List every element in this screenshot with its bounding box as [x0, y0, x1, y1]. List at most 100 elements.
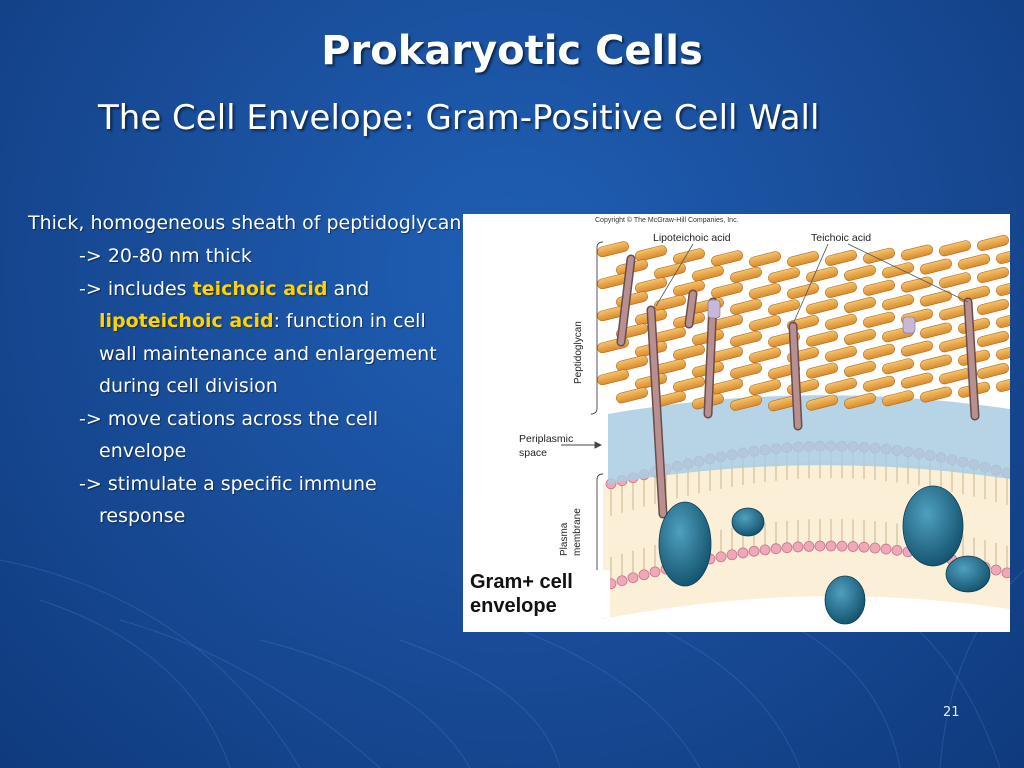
peptidoglycan-unit [597, 369, 629, 386]
peptidoglycan-unit [711, 250, 743, 267]
lipid-head [726, 549, 738, 561]
peptidoglycan-unit [863, 375, 895, 392]
cations-cont: envelope [99, 440, 187, 462]
peptidoglycan-unit [863, 343, 895, 360]
lipid-head [825, 540, 837, 552]
page-number: 21 [943, 705, 960, 720]
teichoic-cap [902, 316, 916, 334]
label-peptidoglycan: Peptidoglycan [573, 321, 584, 384]
peptidoglycan-unit [996, 247, 1010, 264]
peptidoglycan-unit [806, 298, 838, 315]
lipid-head [616, 575, 628, 587]
lipid-head [803, 540, 815, 552]
function-text: : function in cell [273, 310, 426, 332]
peptidoglycan-unit [920, 386, 952, 403]
peptidoglycan-unit [901, 244, 933, 261]
peptidoglycan-unit [806, 362, 838, 379]
peptidoglycan-unit [749, 283, 781, 300]
lipid-head [869, 542, 881, 554]
peptidoglycan-unit [635, 277, 667, 294]
peptidoglycan-unit [768, 299, 800, 316]
lipid-head [1001, 567, 1010, 579]
peptidoglycan-unit [825, 249, 857, 266]
peptidoglycan-unit [616, 355, 648, 372]
lipid-head [990, 564, 1002, 576]
teichoic-rod [618, 256, 634, 345]
lipid-head [638, 569, 650, 581]
teichoic-rod [686, 291, 696, 327]
lipid-head [627, 572, 639, 584]
label-leader-lines [655, 243, 969, 325]
peptidoglycan-unit [673, 376, 705, 393]
cell-envelope-figure: Copyright © The McGraw-Hill Companies, I… [463, 214, 1010, 632]
peptidoglycan-unit [749, 379, 781, 396]
membrane-core [603, 461, 1010, 619]
peptidoglycan-unit [787, 283, 819, 300]
peptidoglycan-unit [977, 235, 1009, 251]
peptidoglycan-unit [977, 299, 1009, 315]
peptidoglycan-unit [806, 330, 838, 347]
label-plasma: Plasma [559, 522, 570, 556]
peptidoglycan-unit [730, 298, 762, 315]
peptidoglycan-unit [692, 265, 724, 282]
peptidoglycan-unit [616, 291, 648, 308]
function-cont-1: wall maintenance and enlargement [99, 342, 437, 365]
teichoic-acid-strands [616, 254, 980, 519]
membrane-protein [945, 555, 991, 593]
cell-envelope-illustration [561, 235, 1010, 625]
peptidoglycan-unit [939, 368, 971, 385]
peptidoglycan-unit [958, 253, 990, 270]
lipid-head [836, 540, 848, 552]
peptidoglycan-unit [844, 361, 876, 377]
peptidoglycan-unit [730, 266, 762, 283]
lipid-head [891, 544, 903, 556]
peptidoglycan-unit [996, 375, 1010, 392]
peptidoglycan-unit [958, 285, 990, 302]
lipid-head [737, 547, 749, 559]
peptidoglycan-unit [730, 362, 762, 379]
peptidoglycan-unit [882, 262, 914, 279]
peptidoglycan-unit [977, 267, 1009, 283]
teichoic-rod [705, 299, 716, 417]
peptidoglycan-unit [806, 266, 838, 283]
lipid-head [880, 543, 892, 555]
peptidoglycan-unit [920, 322, 952, 339]
peptidoglycan-unit [711, 378, 743, 395]
peptidoglycan-unit [901, 372, 933, 389]
peptidoglycan-unit [882, 358, 914, 375]
peptidoglycan-unit [939, 272, 971, 289]
peptidoglycan-unit [863, 311, 895, 328]
body-text: Thick, homogeneous sheath of peptidoglyc… [28, 210, 468, 533]
peptidoglycan-unit [730, 394, 762, 411]
and-word: and [327, 277, 370, 300]
peptidoglycan-unit [920, 258, 952, 275]
figure-caption: Gram+ cell envelope [470, 570, 610, 618]
peptidoglycan-unit [673, 248, 705, 265]
peptidoglycan-unit [920, 354, 952, 371]
teichoic-acid-term: teichoic acid [192, 277, 328, 300]
peptidoglycan-unit [635, 245, 667, 262]
peptidoglycan-unit [939, 240, 971, 257]
function-cont-2: during cell division [99, 375, 278, 397]
membrane-protein [824, 575, 866, 625]
slide-subtitle: The Cell Envelope: Gram-Positive Cell Wa… [98, 98, 820, 138]
peptidoglycan-unit [654, 294, 686, 311]
peptidoglycan-unit [844, 393, 876, 409]
peptidoglycan-unit [996, 343, 1010, 360]
peptidoglycan-unit [863, 247, 895, 264]
peptidoglycan-unit [597, 241, 629, 258]
lipid-head [748, 545, 760, 557]
lipid-head [649, 566, 661, 578]
point-includes-cont: lipoteichoic acid: function in cell [28, 305, 468, 338]
peptidoglycan-unit [749, 347, 781, 364]
caption-line-2: envelope [470, 595, 557, 617]
peptidoglycan-unit [844, 265, 876, 281]
membrane-proteins [658, 485, 991, 625]
point-includes: -> includes teichoic acid and [28, 273, 468, 306]
lipid-head [847, 541, 859, 552]
peptidoglycan-unit [844, 297, 876, 313]
peptidoglycan-unit [825, 281, 857, 298]
peptidoglycan-unit [787, 251, 819, 268]
caption-line-1: Gram+ cell [470, 571, 573, 593]
teichoic-rod [648, 307, 666, 517]
